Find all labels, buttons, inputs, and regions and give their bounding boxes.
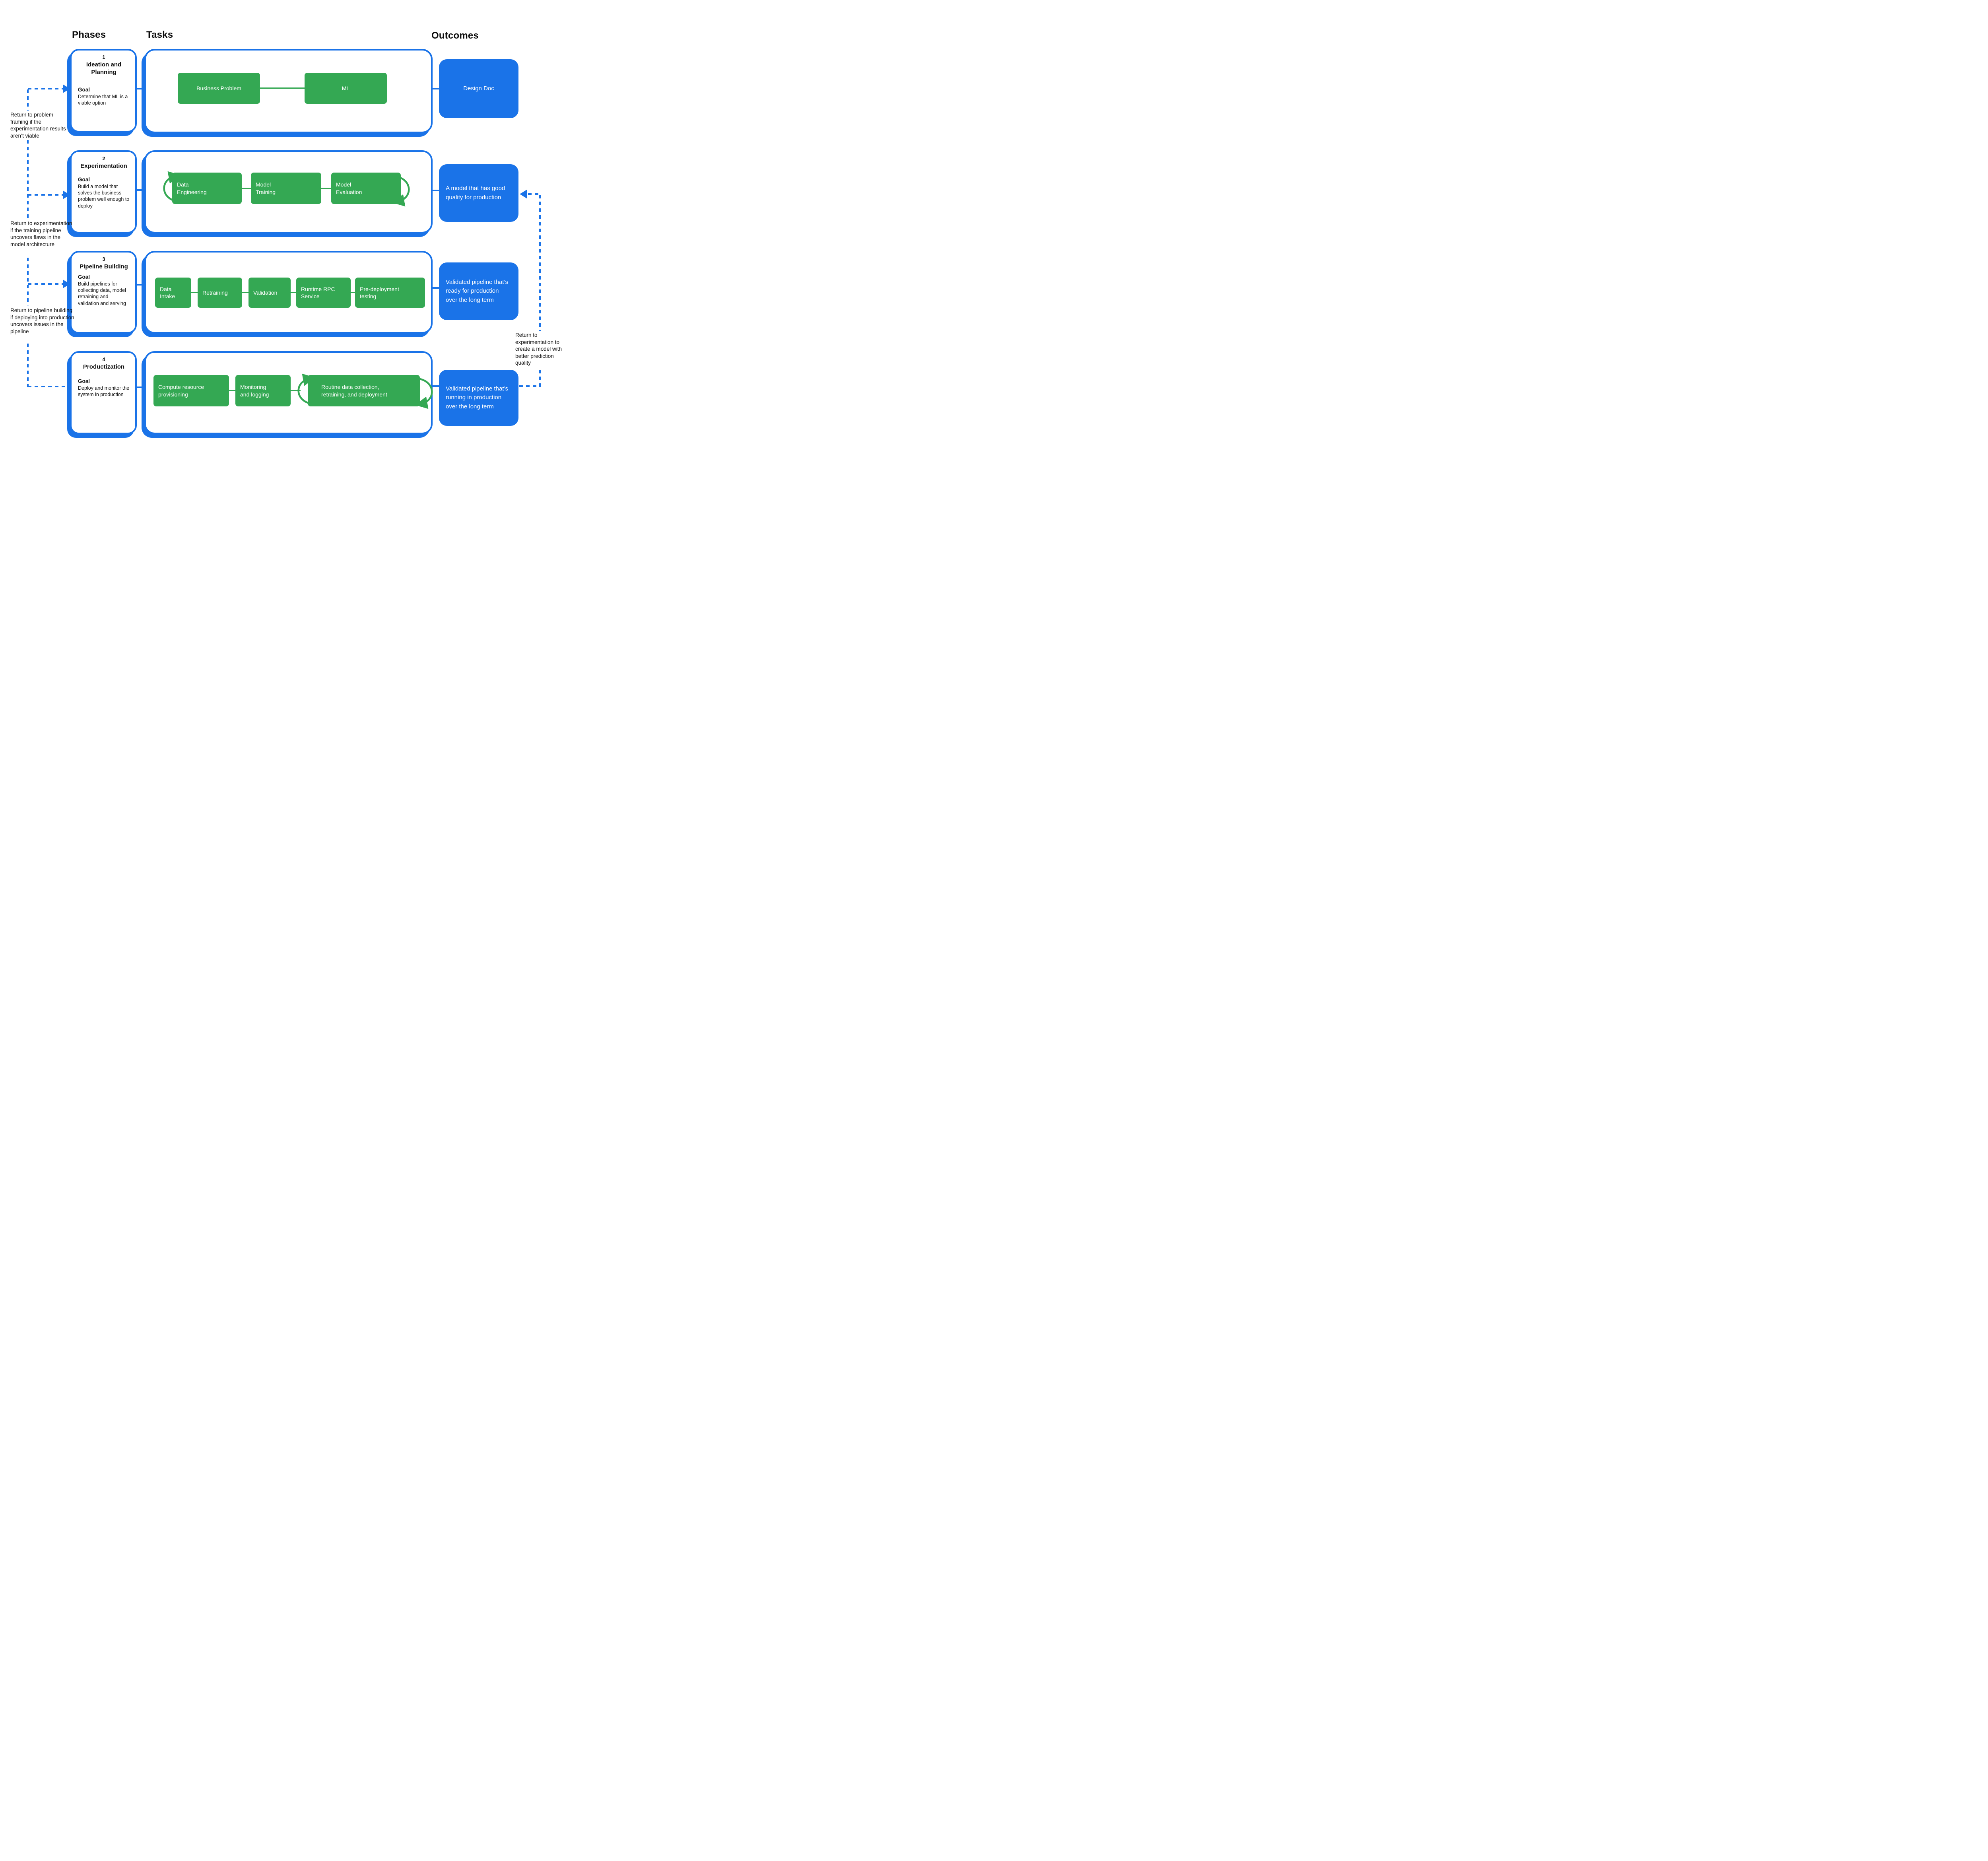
task-connector	[291, 292, 296, 293]
feedback-branch-row1	[28, 88, 63, 89]
task-model-evaluation: Model Evaluation	[331, 173, 401, 204]
task-connector	[260, 87, 305, 89]
task-label: Validation	[253, 289, 278, 296]
task-connector	[351, 292, 355, 293]
task-label: Compute resource provisioning	[158, 384, 204, 398]
phase-tasks-connector	[137, 88, 144, 89]
task-connector	[242, 188, 251, 189]
arrow-right-icon	[63, 280, 70, 288]
arrow-right-icon	[63, 190, 70, 199]
phase-box-pipeline-building: 3 Pipeline Building Goal Build pipelines…	[70, 251, 137, 334]
feedback-note-better-prediction: Return to experimentation to create a mo…	[515, 332, 562, 366]
task-model-training: Model Training	[251, 173, 321, 204]
task-retraining: Retraining	[198, 278, 242, 308]
task-label: Model Training	[256, 181, 276, 195]
phase-number: 1	[102, 54, 105, 60]
goal-text: Deploy and monitor the system in product…	[78, 385, 130, 397]
outcome-validated-pipeline-ready: Validated pipeline that’s ready for prod…	[439, 262, 518, 320]
task-connector	[191, 292, 198, 293]
feedback-line-right	[519, 385, 541, 387]
goal-text: Determine that ML is a viable option	[78, 93, 128, 106]
feedback-note-experimentation: Return to experimentation if the trainin…	[10, 220, 72, 247]
phase-box-productization: 4 Productization Goal Deploy and monitor…	[70, 351, 137, 434]
feedback-line-right	[528, 193, 540, 195]
task-validation: Validation	[248, 278, 291, 308]
phase-number: 2	[102, 156, 105, 161]
task-label: Data Engineering	[177, 181, 207, 195]
feedback-line-left	[27, 344, 29, 387]
mlops-phases-diagram: Phases Tasks Outcomes 1 Ideation and Pla…	[0, 0, 564, 465]
phase-title: Pipeline Building	[80, 263, 128, 270]
task-data-engineering: Data Engineering	[172, 173, 242, 204]
outcome-model-good-quality: A model that has good quality for produc…	[439, 164, 518, 222]
feedback-note-problem-framing: Return to problem framing if the experim…	[10, 112, 66, 139]
phase-tasks-connector	[137, 387, 144, 388]
outcome-label: Design Doc	[463, 85, 494, 92]
task-data-intake: Data Intake	[155, 278, 191, 308]
feedback-line-right	[539, 370, 541, 387]
phase-title: Ideation and Planning	[86, 61, 122, 76]
tasks-outcome-connector	[433, 287, 439, 289]
outcome-validated-pipeline-running: Validated pipeline that’s running in pro…	[439, 370, 518, 426]
feedback-line-left	[27, 258, 29, 305]
task-label: Runtime RPC Service	[301, 286, 335, 299]
task-label: Routine data collection, retraining, and…	[321, 384, 387, 398]
task-ml: ML	[305, 73, 387, 104]
outcome-design-doc: Design Doc	[439, 59, 518, 118]
phase-number: 4	[102, 357, 105, 362]
phase-box-experimentation: 2 Experimentation Goal Build a model tha…	[70, 150, 137, 233]
task-label: Data Intake	[160, 286, 175, 299]
phase-title: Experimentation	[80, 163, 127, 169]
phase-tasks-connector	[137, 189, 144, 191]
phase-box-ideation-planning: 1 Ideation and Planning Goal Determine t…	[70, 49, 137, 132]
task-label: Business Problem	[196, 85, 241, 91]
task-connector	[229, 390, 235, 391]
task-connector	[291, 390, 301, 391]
feedback-line-left	[27, 89, 29, 111]
task-label: Pre-deployment testing	[360, 286, 399, 299]
feedback-line-left	[27, 140, 29, 218]
tasks-column-header: Tasks	[146, 29, 173, 40]
outcome-label: A model that has good quality for produc…	[446, 185, 505, 201]
goal-text: Build a model that solves the business p…	[78, 183, 130, 209]
arrow-left-icon	[520, 190, 527, 198]
phase-number: 3	[102, 256, 105, 262]
tasks-outcome-connector	[433, 190, 439, 191]
goal-label: Goal	[78, 176, 90, 183]
feedback-note-pipeline-building: Return to pipeline building if deploying…	[10, 307, 74, 334]
feedback-branch-row4	[28, 386, 70, 387]
task-routine-data-collection: Routine data collection, retraining, and…	[308, 375, 420, 406]
tasks-outcome-connector	[433, 88, 439, 89]
feedback-branch-row2	[28, 194, 63, 196]
goal-text: Build pipelines for collecting data, mod…	[78, 281, 126, 306]
task-monitoring-and-logging: Monitoring and logging	[235, 375, 291, 406]
task-label: Retraining	[202, 289, 228, 296]
goal-label: Goal	[78, 86, 90, 93]
phase-tasks-connector	[137, 284, 144, 286]
task-connector	[242, 292, 248, 293]
phases-column-header: Phases	[72, 29, 106, 40]
arrow-right-icon	[63, 84, 70, 93]
outcome-label: Validated pipeline that’s ready for prod…	[446, 278, 509, 303]
feedback-branch-row3	[28, 283, 63, 285]
task-label: Model Evaluation	[336, 181, 362, 195]
goal-label: Goal	[78, 274, 90, 280]
task-label: Monitoring and logging	[240, 384, 269, 398]
phase-title: Productization	[83, 363, 125, 370]
feedback-line-right	[539, 195, 541, 331]
task-label: ML	[342, 85, 350, 91]
tasks-outcome-connector	[433, 385, 439, 387]
task-connector	[321, 188, 331, 189]
outcomes-column-header: Outcomes	[431, 30, 479, 41]
outcome-label: Validated pipeline that’s running in pro…	[446, 385, 509, 410]
task-pre-deployment-testing: Pre-deployment testing	[355, 278, 425, 308]
task-business-problem: Business Problem	[178, 73, 260, 104]
task-runtime-rpc-service: Runtime RPC Service	[296, 278, 351, 308]
task-compute-resource-provisioning: Compute resource provisioning	[153, 375, 229, 406]
goal-label: Goal	[78, 378, 90, 384]
